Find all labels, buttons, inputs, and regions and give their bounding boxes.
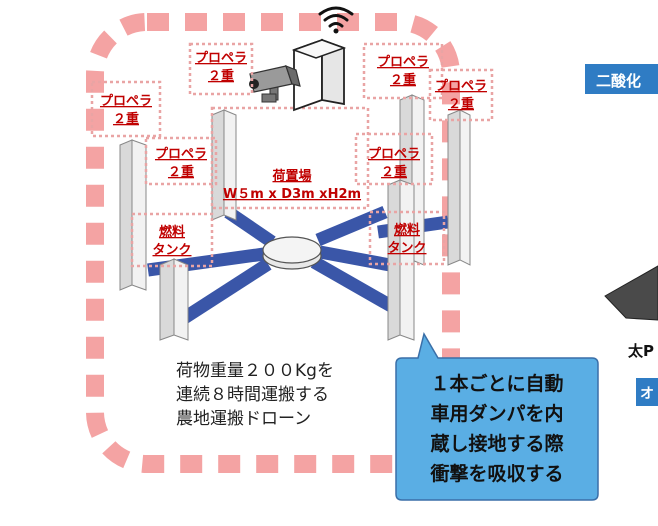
drone-posts: [119, 94, 471, 341]
arm-left-lower: [174, 258, 272, 328]
right-side-text: 太P: [628, 342, 654, 360]
label-text: ２重: [381, 164, 407, 180]
propeller-label-right-inner: プロペラ ２重: [354, 132, 434, 186]
right-banner-text: 二酸化: [596, 72, 641, 90]
fuel-tank-label-right: 燃料 タンク: [368, 210, 446, 266]
label-text: プロペラ: [435, 79, 487, 94]
right-small-banner: [636, 378, 658, 406]
label-text: プロペラ: [100, 94, 152, 109]
right-small-banner-text: オ: [640, 386, 654, 402]
label-text: 燃料: [394, 222, 420, 238]
arm-right-middle: [318, 245, 392, 272]
post-right-front: [387, 179, 415, 341]
security-camera-icon: [249, 64, 301, 103]
caption-line-3: 農地運搬ドローン: [176, 409, 311, 429]
propeller-label-left: プロペラ ２重: [90, 80, 162, 138]
label-text: プロペラ: [195, 51, 247, 66]
propeller-label-left-inner: プロペラ ２重: [144, 136, 218, 186]
callout-line-2: 車用ダンパを内: [430, 402, 563, 425]
cargo-area-label: 荷置場 W５m x D3m xH2m: [223, 168, 361, 202]
cargo-label-title: 荷置場: [271, 168, 311, 184]
server-box-icon: [291, 38, 347, 112]
label-text: ２重: [168, 164, 194, 180]
arm-right-upper: [315, 206, 388, 246]
solar-panel-shape: [604, 265, 658, 321]
caption-line-2: 連続８時間運搬する: [176, 385, 329, 405]
label-text: プロペラ: [155, 147, 207, 162]
central-hub: [262, 236, 322, 270]
drone-caption: 荷物重量２００Kgを 連続８時間運搬する 農地運搬ドローン: [176, 361, 334, 429]
post-left-back: [119, 139, 147, 291]
fuel-tank-labels: 燃料 タンク 燃料 タンク: [130, 210, 446, 268]
post-center-back: [211, 109, 237, 221]
label-text: プロペラ: [368, 147, 420, 162]
callout-line-4: 衝撃を吸収する: [429, 462, 563, 485]
label-text: ２重: [390, 72, 416, 88]
wifi-icon: [318, 6, 354, 34]
label-text: ２重: [208, 68, 234, 84]
label-text: ２重: [113, 111, 139, 127]
label-text: ２重: [448, 96, 474, 112]
callout-line-3: 蔵し接地する際: [430, 432, 564, 455]
propeller-label-far-right: プロペラ ２重: [428, 68, 494, 122]
caption-line-1: 荷物重量２００Kgを: [176, 361, 334, 381]
damper-callout: １本ごとに自動 車用ダンパを内 蔵し接地する際 衝撃を吸収する: [395, 332, 599, 501]
fuel-tank-label-left: 燃料 タンク: [130, 212, 214, 268]
label-text: タンク: [387, 241, 426, 256]
callout-line-1: １本ごとに自動: [430, 372, 563, 395]
post-far-right: [447, 109, 471, 266]
callout-bubble: [395, 332, 599, 501]
cargo-area-outline: [210, 106, 370, 210]
label-text: プロペラ: [377, 55, 429, 70]
arm-right-lower: [310, 256, 402, 316]
post-left-front: [159, 258, 189, 341]
propeller-label-top-center: プロペラ ２重: [188, 42, 254, 96]
label-text: タンク: [152, 243, 191, 258]
right-panel: 二酸化 太P オ: [585, 64, 658, 406]
cargo-label-dimensions: W５m x D3m xH2m: [223, 187, 361, 202]
propeller-labels: プロペラ ２重 プロペラ ２重 プロペラ ２重 プロペラ ２重 プロペラ ２重 …: [90, 42, 494, 186]
label-text: 燃料: [159, 224, 185, 240]
right-banner: [585, 64, 658, 94]
